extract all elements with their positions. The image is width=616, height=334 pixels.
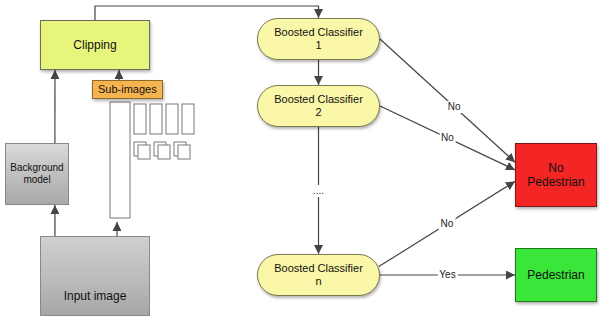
node-text: Boosted Classifier 2 bbox=[272, 93, 365, 119]
classifier-box: Boosted Classifier n bbox=[257, 254, 380, 296]
flow-arrow bbox=[54, 70, 55, 143]
image-box: Input image bbox=[40, 236, 150, 316]
node-text: Background model bbox=[9, 162, 65, 186]
sub-image-window bbox=[182, 104, 194, 134]
edge-label: .... bbox=[311, 185, 326, 197]
sub-image-window bbox=[134, 104, 146, 134]
flow-arrow bbox=[318, 60, 319, 85]
image-box: Background model bbox=[5, 143, 69, 205]
label-tag: Sub-images bbox=[92, 80, 163, 99]
classifier-box: Boosted Classifier 2 bbox=[257, 85, 380, 127]
node-text: No Pedestrian bbox=[520, 161, 592, 190]
node-text: Pedestrian bbox=[527, 268, 584, 282]
sub-image-window bbox=[110, 102, 130, 218]
node-text: Boosted Classifier 1 bbox=[272, 26, 365, 52]
edge-label: No bbox=[439, 132, 456, 144]
node-text: Clipping bbox=[73, 38, 116, 52]
flow-arrow bbox=[54, 205, 55, 236]
sub-images-box: Sub-images bbox=[92, 80, 227, 222]
flow-arrow bbox=[116, 222, 117, 236]
node-text: Input image bbox=[64, 289, 127, 303]
sub-image-window bbox=[138, 145, 150, 159]
process-box: Clipping bbox=[40, 20, 150, 70]
sub-image-windows bbox=[110, 102, 194, 218]
sub-image-window bbox=[166, 104, 178, 134]
flow-arrow bbox=[380, 106, 515, 170]
sub-image-window bbox=[178, 145, 190, 159]
flow-arrow bbox=[379, 181, 515, 266]
edge-label: No bbox=[438, 218, 455, 230]
flow-arrow bbox=[118, 70, 119, 80]
result-box: No Pedestrian bbox=[515, 143, 597, 207]
edge-label: No bbox=[446, 101, 463, 113]
node-text: Boosted Classifier n bbox=[272, 262, 365, 288]
sub-image-window bbox=[150, 104, 162, 134]
classifier-box: Boosted Classifier 1 bbox=[257, 18, 380, 60]
edge-label: Yes bbox=[437, 269, 457, 281]
result-box: Pedestrian bbox=[515, 248, 597, 302]
node-text: Sub-images bbox=[98, 83, 157, 96]
flow-arrow bbox=[380, 39, 515, 162]
sub-image-window bbox=[158, 145, 170, 159]
